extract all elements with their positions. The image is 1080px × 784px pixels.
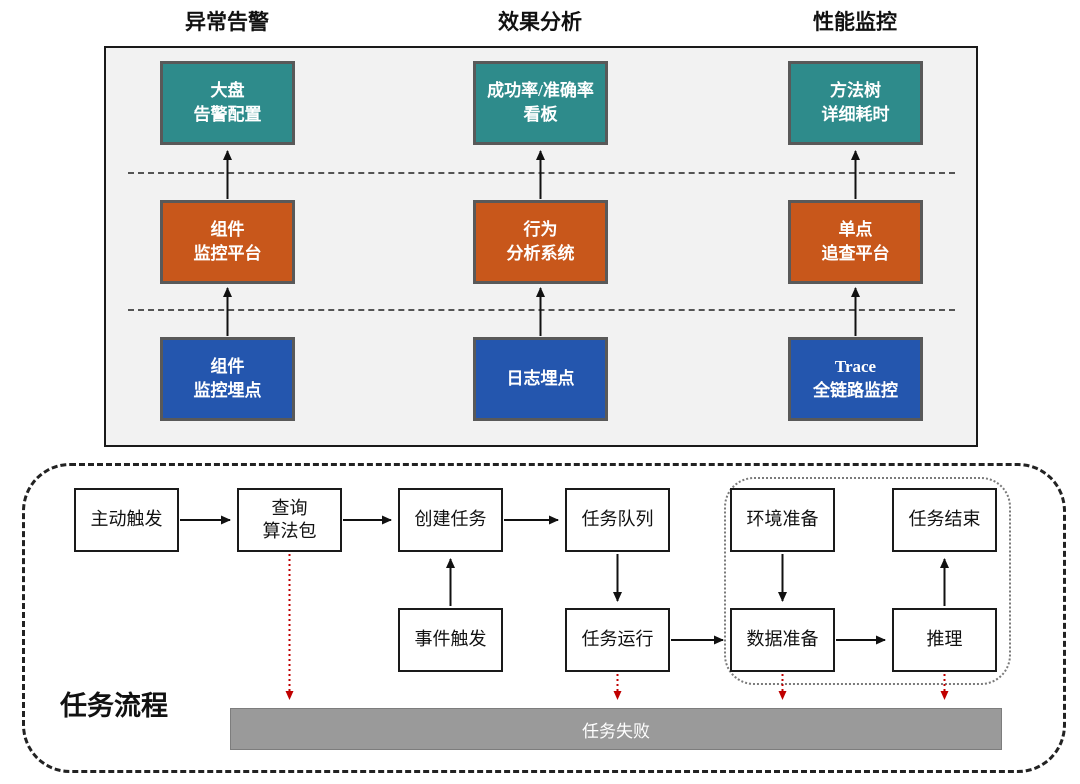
task-flow-label: 任务流程 [60,691,168,721]
box-single-point-trace-platform: 单点 追查平台 [788,200,923,284]
task-fail-label: 任务失败 [582,721,650,741]
node-manual-trigger: 主动触发 [74,488,179,552]
box-trace-full-link-monitoring: Trace 全链路监控 [788,337,923,421]
column-header-performance-monitoring: 性能监控 [813,10,897,34]
node-data-prepare: 数据准备 [730,608,835,672]
node-query-algo-package: 查询 算法包 [237,488,342,552]
node-task-queue: 任务队列 [565,488,670,552]
layer-separator-top [128,172,955,174]
node-create-task: 创建任务 [398,488,503,552]
task-fail-bar: 任务失败 [230,708,1002,750]
box-method-tree-timing: 方法树 详细耗时 [788,61,923,145]
box-behavior-analysis-system: 行为 分析系统 [473,200,608,284]
box-dashboard-alert-config: 大盘 告警配置 [160,61,295,145]
node-task-finish: 任务结束 [892,488,997,552]
task-flow-container [22,463,1066,773]
node-inference: 推理 [892,608,997,672]
node-event-trigger: 事件触发 [398,608,503,672]
layer-separator-bottom [128,309,955,311]
box-success-accuracy-dashboard: 成功率/准确率 看板 [473,61,608,145]
box-component-monitor-instrumentation: 组件 监控埋点 [160,337,295,421]
node-env-prepare: 环境准备 [730,488,835,552]
box-log-instrumentation: 日志埋点 [473,337,608,421]
node-task-run: 任务运行 [565,608,670,672]
subprocess-group [724,477,1011,685]
column-header-effect-analysis: 效果分析 [498,10,582,34]
column-header-anomaly-alert: 异常告警 [185,10,269,34]
box-component-monitor-platform: 组件 监控平台 [160,200,295,284]
